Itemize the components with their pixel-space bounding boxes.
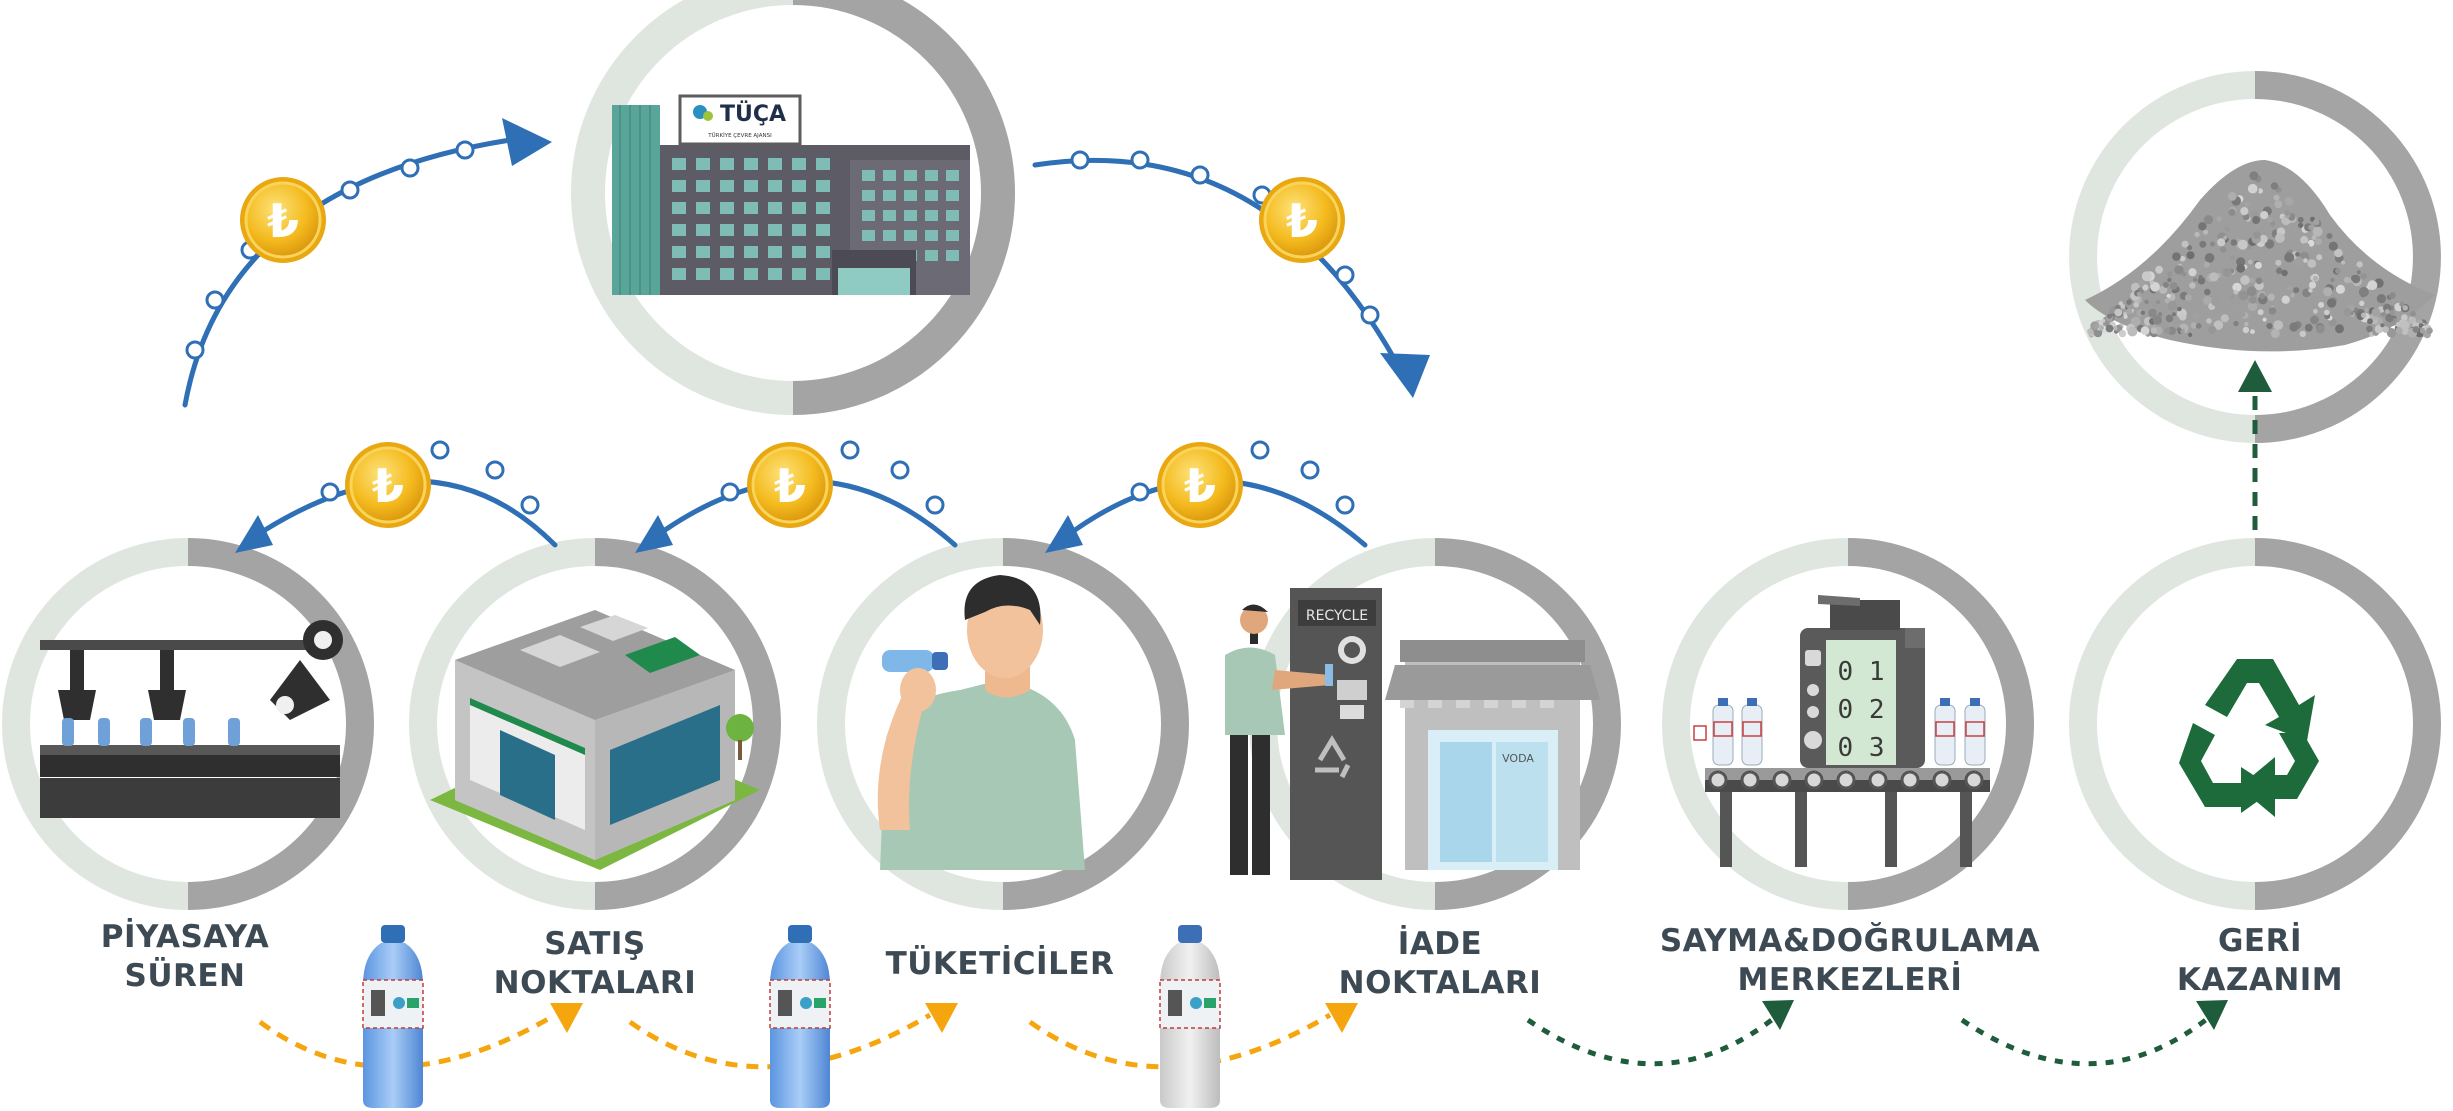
stage-label-piyasaya-suren: PİYASAYA SÜREN: [100, 919, 270, 994]
bottle-icon: [362, 925, 424, 1108]
svg-text:₺: ₺: [1286, 194, 1318, 248]
ring-geri-kazanim: [2069, 538, 2441, 910]
stage-label-geri-kazanim: GERİ KAZANIM: [2176, 923, 2344, 998]
ring-hub: [571, 0, 1015, 415]
ring-satis-noktalari: [409, 538, 781, 910]
bead: [840, 440, 860, 460]
svg-text:₺: ₺: [267, 194, 299, 248]
bead: [1335, 495, 1355, 515]
building-illustration: TÜÇA TÜRKİYE ÇEVRE AJANSI: [612, 94, 970, 295]
store-illustration: [430, 610, 760, 870]
coin-icon: ₺: [345, 442, 431, 528]
bottle-icon: [769, 925, 831, 1108]
shop-illustration: VODA: [1385, 640, 1600, 870]
bead: [1130, 482, 1150, 502]
bead: [1070, 150, 1090, 170]
bead: [430, 440, 450, 460]
return-machine-illustration: RECYCLE: [1225, 588, 1382, 880]
coin-icon: ₺: [1259, 177, 1345, 263]
recovery-up-arrow: [2238, 360, 2272, 530]
logo-text: TÜÇA: [720, 101, 786, 127]
bottles: [362, 925, 1221, 1108]
bead: [1130, 150, 1150, 170]
counter-digit-2: 0 2: [1838, 695, 1885, 725]
bead: [925, 495, 945, 515]
bead: [455, 140, 475, 160]
ring-recovered-material: [2069, 71, 2441, 443]
coin-icon: ₺: [240, 177, 326, 263]
store-sign-text: VODA: [1502, 752, 1534, 765]
coin-icon: ₺: [1157, 442, 1243, 528]
stage-label-satis-noktalari: SATIŞ NOKTALARI: [493, 926, 697, 1001]
bead: [520, 495, 540, 515]
bead: [1300, 460, 1320, 480]
bead: [1190, 165, 1210, 185]
factory-conveyor-illustration: [40, 620, 343, 818]
ring-piyasaya-suren: [2, 538, 374, 910]
svg-text:₺: ₺: [372, 459, 404, 513]
money-flow-arrowheads: [235, 118, 1430, 553]
consumer-illustration: [877, 575, 1085, 870]
bead: [720, 482, 740, 502]
stage-label-sayma-dogrulama: SAYMA&DOĞRULAMA MERKEZLERİ: [1659, 923, 2041, 998]
bead: [890, 460, 910, 480]
svg-text:₺: ₺: [774, 459, 806, 513]
counter-digit-1: 0 1: [1838, 657, 1885, 687]
bead: [340, 180, 360, 200]
ring-sayma-dogrulama: [1662, 538, 2034, 910]
recovery-flow-arrows: [1526, 1013, 2214, 1067]
coins: ₺ ₺ ₺ ₺ ₺: [240, 177, 1345, 528]
bead: [485, 460, 505, 480]
recovered-material-heap: [2085, 160, 2435, 352]
recovery-flow-arrowheads: [1762, 1000, 2228, 1030]
bead: [205, 290, 225, 310]
bead: [1360, 305, 1380, 325]
logo-subtext: TÜRKİYE ÇEVRE AJANSI: [707, 132, 772, 139]
bead: [185, 340, 205, 360]
bead: [1335, 265, 1355, 285]
bead: [400, 158, 420, 178]
stage-label-iade-noktalari: İADE NOKTALARI: [1338, 926, 1542, 1001]
ring-tuketiciler: [817, 538, 1189, 910]
stage-label-tuketiciler: TÜKETİCİLER: [885, 946, 1115, 982]
svg-text:₺: ₺: [1184, 459, 1216, 513]
counter-digit-3: 0 3: [1838, 733, 1885, 763]
bead: [1250, 440, 1270, 460]
product-flow-arrowheads: [550, 1003, 1358, 1033]
counting-machine-illustration: 0 1 0 2 0 3: [1693, 595, 1990, 867]
machine-recycle-text: RECYCLE: [1306, 608, 1368, 624]
recycle-icon: [2179, 659, 2319, 817]
bottle-icon: [1159, 925, 1221, 1108]
bead: [320, 482, 340, 502]
coin-icon: ₺: [747, 442, 833, 528]
